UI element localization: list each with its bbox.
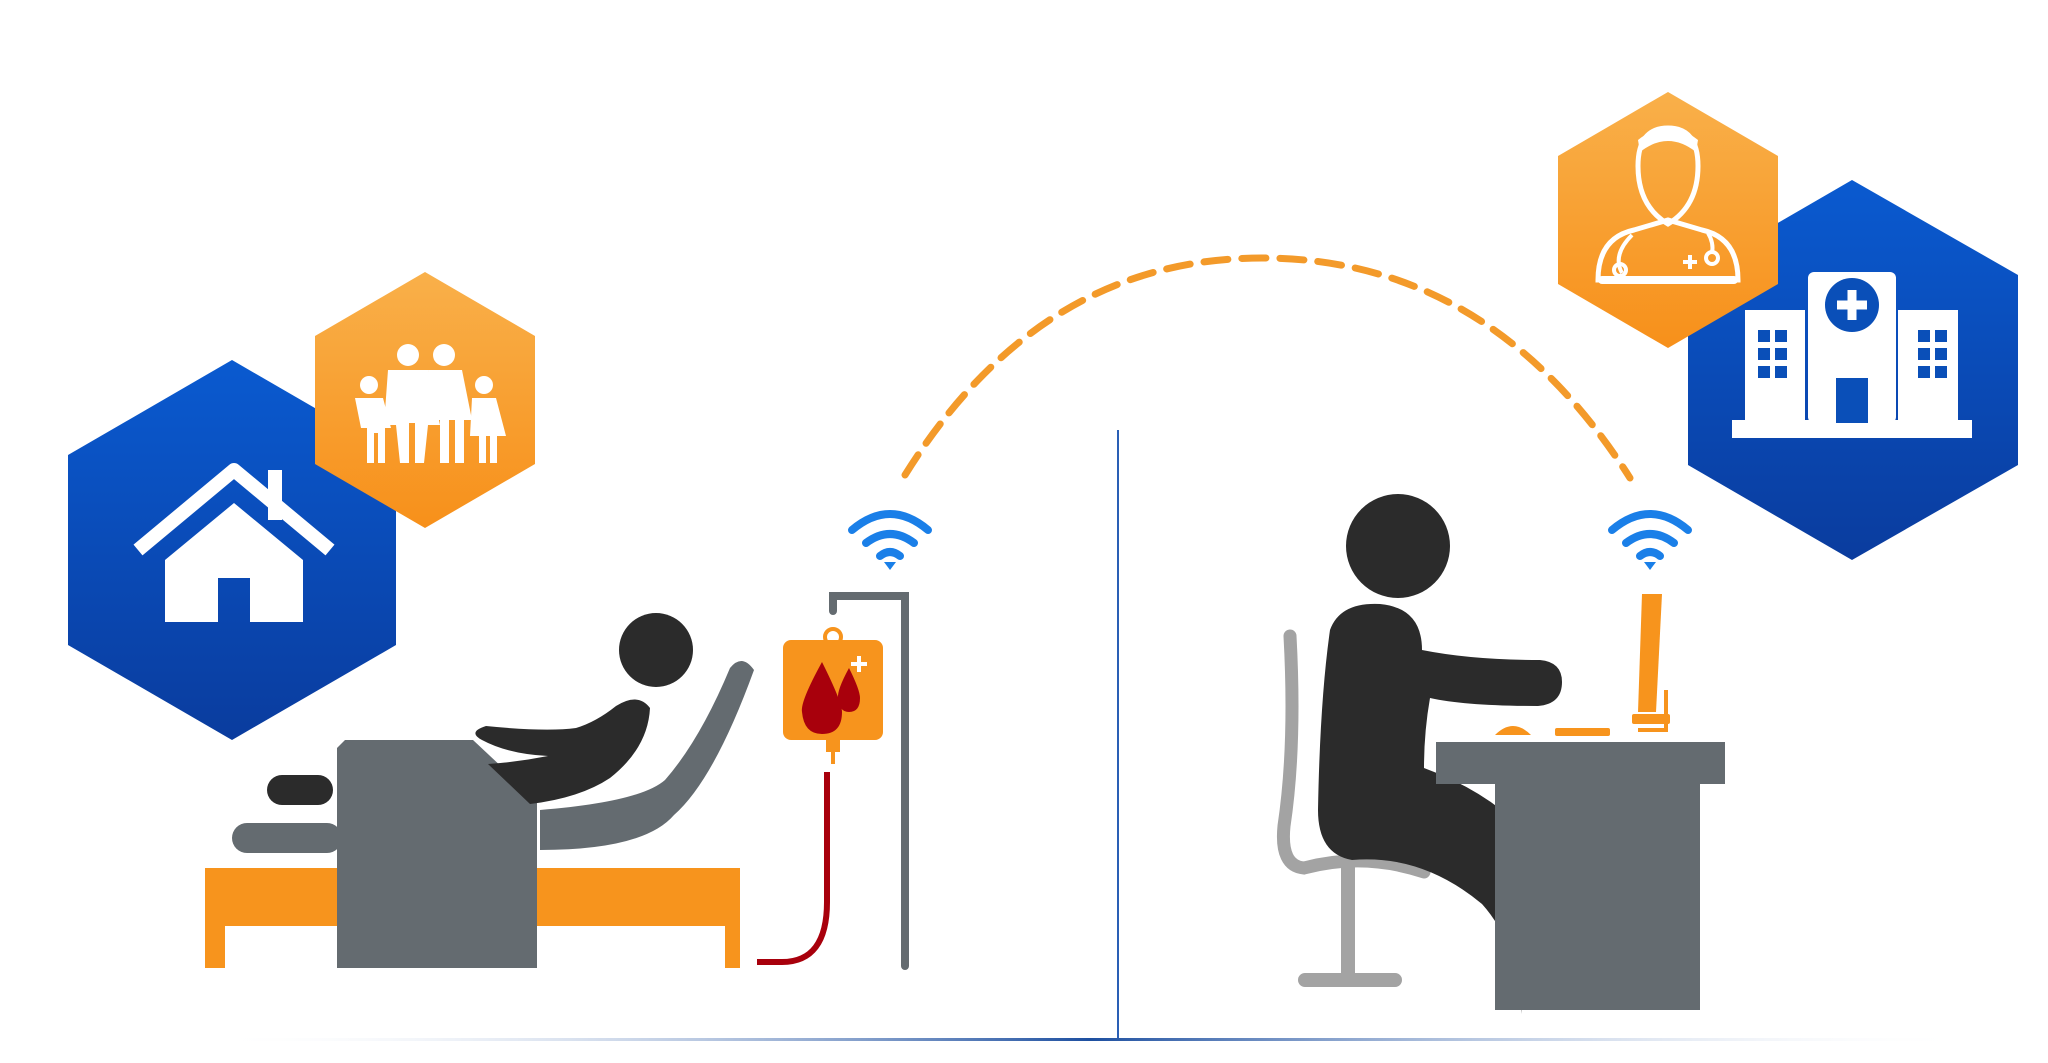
home-hexagon <box>68 360 396 740</box>
clinician-desk-icon <box>1276 494 1725 1014</box>
doctor-hexagon <box>1558 92 1778 348</box>
patient-head <box>619 613 693 687</box>
computer-monitor-icon <box>1632 594 1670 732</box>
center-divider <box>1117 430 1119 1038</box>
wireless-connection-arc <box>901 254 1634 482</box>
chair <box>1276 629 1431 879</box>
family-icon <box>355 344 506 463</box>
home-icon <box>133 463 335 622</box>
family-hexagon <box>315 272 535 528</box>
blood-bag-icon <box>783 627 883 764</box>
patient-bed-icon <box>205 613 830 968</box>
hospital-icon <box>1732 272 1972 438</box>
floor-line <box>210 1038 1970 1041</box>
iv-stand <box>829 592 909 970</box>
doctor-icon <box>1595 125 1741 284</box>
wifi-icon <box>848 510 932 570</box>
blanket <box>337 740 537 968</box>
desk <box>1436 742 1725 1010</box>
wifi-icon <box>1608 510 1692 570</box>
clinician-head <box>1346 494 1450 598</box>
